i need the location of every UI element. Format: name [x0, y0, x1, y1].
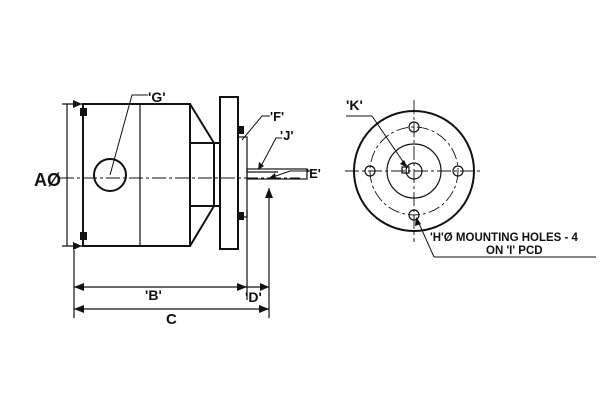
mounting-flange	[219, 96, 239, 250]
leader-k: 'K'	[346, 97, 408, 168]
label-k: 'K'	[346, 97, 363, 113]
spigot	[237, 136, 248, 218]
label-e: 'E'	[306, 166, 321, 181]
body-corner-mark-bottom	[80, 232, 87, 240]
flange-hole-top	[239, 126, 244, 134]
label-d: 'D'	[245, 289, 262, 305]
shaft-key	[401, 166, 410, 174]
port-g-circle	[93, 158, 127, 192]
dimension-a: AØ	[34, 100, 82, 250]
tapered-housing	[189, 103, 215, 247]
housing-neck	[189, 142, 221, 207]
leader-j: 'J'	[258, 128, 293, 170]
end-view	[345, 100, 483, 242]
output-shaft	[246, 168, 308, 180]
leader-f: 'F'	[241, 109, 284, 141]
leader-g: 'G'	[109, 89, 166, 176]
body-corner-mark-top	[80, 108, 87, 116]
label-a-diameter: AØ	[34, 170, 61, 190]
flange-hole-bottom	[239, 212, 244, 220]
motor-body	[82, 103, 191, 247]
label-c: C	[166, 311, 177, 328]
label-pcd: ON 'I' PCD	[486, 245, 543, 257]
label-g: 'G'	[148, 89, 166, 105]
label-j: 'J'	[280, 128, 293, 143]
label-b: 'B'	[145, 287, 162, 303]
leader-holes: 'H'Ø MOUNTING HOLES - 4 ON 'I' PCD	[415, 217, 596, 258]
leader-e: 'E'	[268, 166, 321, 181]
dimension-bdc: 'B' 'D' C	[73, 188, 273, 328]
side-view	[60, 96, 308, 250]
label-mounting-holes: 'H'Ø MOUNTING HOLES - 4	[430, 232, 579, 244]
label-f: 'F'	[270, 109, 284, 124]
